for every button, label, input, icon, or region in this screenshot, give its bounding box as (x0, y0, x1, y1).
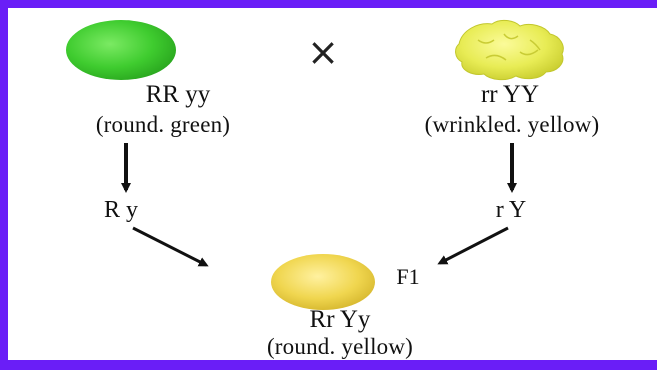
parent-1-phenotype: (round. green) (95, 112, 231, 137)
arrow-gamete-2-to-f1 (437, 226, 509, 265)
round-yellow-f1-seed (271, 254, 375, 310)
f1-phenotype: (round. yellow) (266, 334, 414, 359)
parent-2-genotype: rr YY (480, 81, 540, 108)
parent-2-phenotype: (wrinkled. yellow) (424, 112, 600, 137)
wrinkled-yellow-seed (455, 19, 564, 81)
wrinkle-lines (477, 33, 541, 61)
gamete-2: r Y (495, 197, 527, 223)
gamete-1: R y (103, 197, 138, 223)
f1-genotype: Rr Yy (309, 306, 371, 333)
round-green-seed (66, 20, 176, 80)
parent-1-genotype: RR yy (145, 81, 211, 108)
cross-symbol: × (307, 30, 339, 74)
f1-generation-label: F1 (396, 264, 420, 289)
arrow-gamete-1-to-f1 (132, 226, 209, 267)
